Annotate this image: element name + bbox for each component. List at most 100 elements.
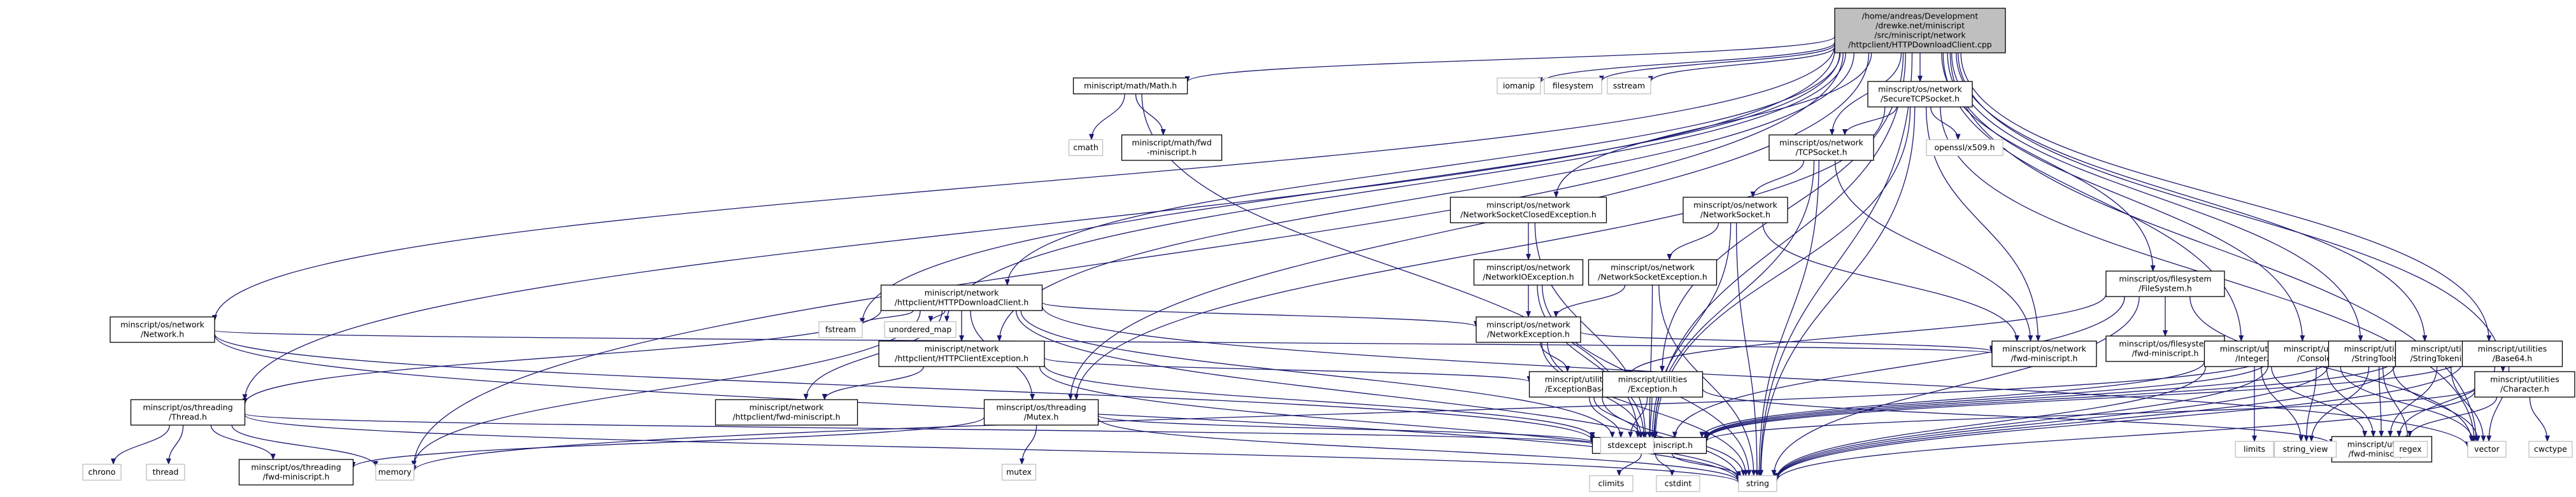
node-label: miniscript/math/Math.h <box>1084 81 1177 90</box>
edge-mutex-h-to-string <box>1097 417 1741 482</box>
node-label: minscript/os/network <box>1486 200 1571 210</box>
node-box <box>1738 475 1777 493</box>
node-fstream: fstream <box>818 321 863 339</box>
edge-stringtools-h-to-vector <box>2393 366 2480 442</box>
edge-root-to-math <box>1185 36 1835 83</box>
node-thread-std: thread <box>146 463 185 481</box>
node-nscloseexc[interactable]: minscript/os/network/NetworkSocketClosed… <box>1449 197 1607 223</box>
edge-exception-h-to-miniscript-h <box>1647 396 1653 438</box>
edge-thread-h-to-string <box>244 414 1741 484</box>
edge-root-to-httpcexc <box>997 52 1854 342</box>
node-box <box>1473 259 1584 286</box>
node-box <box>2474 371 2575 398</box>
node-box <box>1600 437 1654 454</box>
edge-nsexc-to-string <box>1658 284 1756 477</box>
node-box <box>880 284 1043 311</box>
edge-miniscript-h-to-string <box>1671 453 1741 478</box>
node-math-fwd[interactable]: miniscript/math/fwd-miniscript.h <box>1121 134 1223 161</box>
node-label: minscript/utilities <box>1545 375 1614 384</box>
node-label: sstream <box>1613 81 1645 90</box>
node-box <box>1121 134 1223 161</box>
node-box <box>1449 197 1607 223</box>
edge-root-to-httpdlh <box>1004 52 1841 286</box>
node-box <box>884 321 957 339</box>
node-httpcexc[interactable]: miniscript/network/httpclient/HTTPClient… <box>878 340 1045 367</box>
edge-excbase-to-string <box>1602 396 1746 477</box>
node-label: string <box>1746 479 1769 488</box>
node-math[interactable]: miniscript/math/Math.h <box>1072 77 1188 95</box>
edge-thread-h-to-memory <box>231 424 378 468</box>
edge-root-to-console-h <box>1947 52 2305 342</box>
edge-integer-h-to-string-view <box>2261 366 2304 442</box>
edge-stringtools-h-to-string <box>1774 364 2330 480</box>
edge-root-to-mutex-h <box>1068 52 1870 400</box>
edge-httpcexc-to-string <box>1039 366 1741 482</box>
node-label: cstdint <box>1665 479 1692 488</box>
edge-securetcp-to-openssl <box>1930 106 1961 141</box>
node-exception-h[interactable]: minscript/utilities/Exception.h <box>1602 371 1704 398</box>
node-label: minscript/os/threading <box>251 463 341 472</box>
node-label: /httpclient/HTTPDownloadClient.cpp <box>1848 40 1992 50</box>
node-thread-h[interactable]: minscript/os/threading/Thread.h <box>130 399 246 426</box>
edge-stringtok-h-to-miniscript-h <box>1704 359 2396 440</box>
node-nioexc[interactable]: minscript/os/network/NetworkIOException.… <box>1473 259 1584 286</box>
node-nsexc[interactable]: minscript/os/network/NetworkSocketExcept… <box>1588 259 1718 286</box>
node-base64-h[interactable]: minscript/utilities/Base64.h <box>2461 340 2563 367</box>
edge-character-h-to-string <box>1774 391 2475 482</box>
node-label: /NetworkIOException.h <box>1483 272 1574 282</box>
node-box <box>1656 475 1700 493</box>
node-httpfwd[interactable]: miniscript/network/httpclient/fwd-minisc… <box>715 399 858 426</box>
node-box <box>878 340 1045 367</box>
node-box <box>1068 139 1104 157</box>
edge-filesystem-h-to-string <box>1771 296 2140 477</box>
edge-root-to-vector <box>1949 52 2479 442</box>
edge-stringtok-h-to-string <box>1774 363 2396 481</box>
edge-math-to-math-fwd <box>1135 94 1166 136</box>
node-root[interactable]: /home/andreas/Development/drewke.net/min… <box>1834 8 2006 53</box>
node-label: cmath <box>1073 143 1099 152</box>
node-label: /Integer.h <box>2235 354 2274 363</box>
node-box <box>1991 340 2097 367</box>
edge-securetcp-to-tcpsocket <box>1842 106 1897 136</box>
edge-filesystem-h-to-excbase <box>1626 293 2107 377</box>
node-label: miniscript/network <box>925 288 1000 298</box>
node-character-h[interactable]: minscript/utilities/Character.h <box>2474 371 2575 398</box>
node-label: /Exception.h <box>1628 384 1677 394</box>
edge-httpdlh-to-miniscript-h <box>1020 310 1615 438</box>
node-label: stdexcept <box>1607 440 1646 450</box>
node-networkfwd[interactable]: minscript/os/network/fwd-miniscript.h <box>1991 340 2097 367</box>
node-mutex-h[interactable]: minscript/os/threading/Mutex.h <box>983 399 1099 426</box>
edge-root-to-iomanip <box>1538 42 1835 84</box>
edge-character-h-to-miniscript-h <box>1704 387 2475 442</box>
edge-console-h-to-utilfwd <box>2326 366 2376 437</box>
node-filesystem-h[interactable]: minscript/os/filesystem/FileSystem.h <box>2105 270 2225 297</box>
node-label: -miniscript.h <box>1147 148 1197 157</box>
node-chrono: chrono <box>82 463 122 481</box>
node-label: chrono <box>89 467 116 477</box>
node-network-h[interactable]: minscript/os/network/Network.h <box>110 316 215 343</box>
edge-root-to-thread-h <box>242 49 1835 401</box>
edge-httpcexc-to-httpfwd <box>822 366 924 400</box>
edge-miniscript-h-to-climits <box>1616 453 1642 477</box>
node-label: minscript/utilities <box>2490 375 2559 384</box>
node-label: /Thread.h <box>169 412 207 422</box>
node-networksocket[interactable]: minscript/os/network/NetworkSocket.h <box>1683 197 1788 223</box>
node-label: minscript/os/threading <box>996 403 1086 412</box>
node-label: cwctype <box>2534 444 2567 454</box>
node-box <box>82 463 122 481</box>
node-label: climits <box>1598 479 1625 488</box>
node-threadfwd[interactable]: minscript/os/threading/fwd-miniscript.h <box>238 459 354 486</box>
node-label: memory <box>378 467 412 477</box>
node-string: string <box>1738 475 1777 493</box>
edge-integer-h-to-miniscript-h <box>1699 361 2205 438</box>
edge-root-to-unordered-map <box>944 52 1846 323</box>
node-label: thread <box>153 467 179 477</box>
node-box <box>130 399 246 426</box>
node-securetcp[interactable]: minscript/os/network/SecureTCPSocket.h <box>1867 81 1973 108</box>
node-label: minscript/os/network <box>120 320 205 330</box>
node-box <box>715 399 858 426</box>
node-nexc[interactable]: minscript/os/network/NetworkException.h <box>1476 316 1581 343</box>
node-httpdlh[interactable]: miniscript/network/httpclient/HTTPDownlo… <box>880 284 1043 311</box>
node-tcpsocket[interactable]: minscript/os/network/TCPSocket.h <box>1768 134 1874 161</box>
edge-networksocket-to-networkfwd <box>1762 222 2020 342</box>
